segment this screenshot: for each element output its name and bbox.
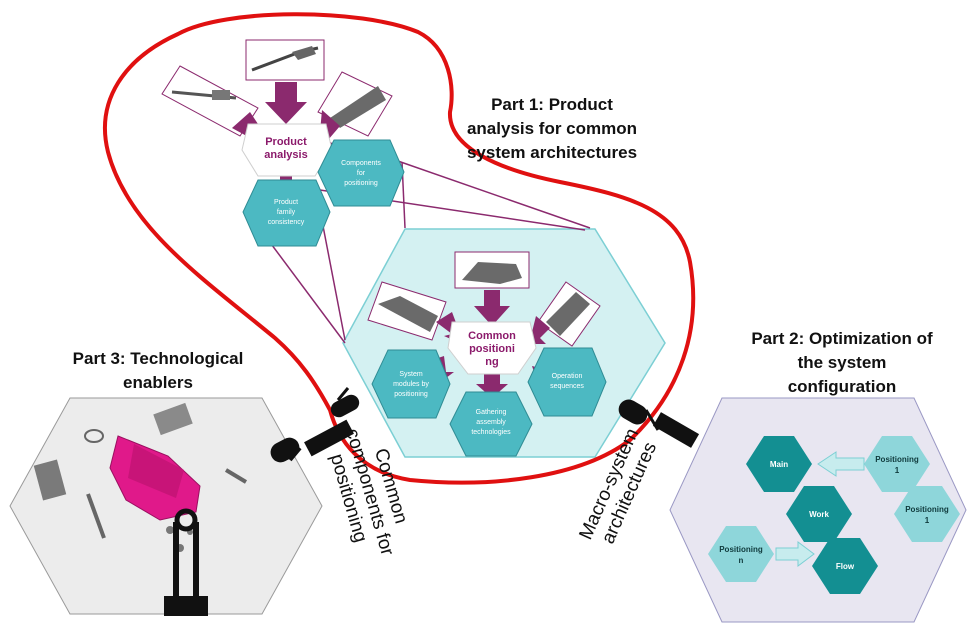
product-image-right: [317, 71, 393, 137]
system-modules-hexagon: [371, 349, 451, 419]
positioning-n-label-b: n: [739, 556, 744, 565]
product-image-left: [161, 65, 259, 137]
system-modules-label-line3: positioning: [394, 391, 428, 398]
part1-boundary-outline: [102, 12, 696, 485]
positioning-1-top-label-a: Positioning: [875, 455, 919, 464]
operation-label-line1: Operation: [552, 373, 583, 380]
assembly-image-right: [537, 281, 601, 347]
positioning-n-label-a: Positioning: [719, 545, 763, 554]
arrow-to-flow: [775, 541, 815, 567]
components-label-line2: for: [357, 170, 366, 177]
family-label-line1: Product: [274, 199, 298, 206]
positioning-1-bottom-label-b: 1: [925, 516, 930, 525]
left-plug-connector-icon: [270, 387, 360, 463]
main-hexagon: [746, 436, 812, 492]
components-label-line3: positioning: [344, 180, 378, 187]
positioning-n-hexagon: [708, 526, 774, 582]
product-analysis-label-line1: Product: [265, 136, 307, 148]
common-positioning-label-line1: Common: [468, 330, 516, 342]
part2-title-line3: configuration: [788, 377, 897, 396]
family-label-line2: family: [277, 209, 296, 216]
flow-hexagon: [812, 538, 878, 594]
product-analysis-label-line2: analysis: [264, 149, 307, 161]
positioning-1-bottom-label-a: Positioning: [905, 505, 949, 514]
assembly-image-top: [454, 251, 530, 289]
part3-title-line2: enablers: [123, 373, 193, 392]
components-positioning-hexagon: [317, 139, 405, 207]
part1-title-line1: Part 1: Product: [491, 95, 613, 114]
positioning-1-top-hexagon: [864, 436, 930, 492]
part1-title-line2: analysis for common: [467, 119, 637, 138]
positioning-1-bottom-hexagon: [894, 486, 960, 542]
gathering-label-line3: technologies: [471, 429, 511, 436]
flow-label: Flow: [836, 562, 855, 571]
components-label-line1: Components: [341, 160, 381, 167]
part2-title-line2: the system: [798, 353, 887, 372]
main-label: Main: [770, 460, 788, 469]
family-label-line3: consistency: [268, 219, 305, 226]
operation-sequences-hexagon: [527, 347, 607, 417]
exploded-assembly-image: [33, 402, 248, 616]
work-label: Work: [809, 510, 829, 519]
common-positioning-label-line2: positioni: [469, 343, 515, 355]
gathering-label-line1: Gathering: [476, 409, 507, 416]
assembly-image-left: [367, 281, 447, 341]
product-family-hexagon: [242, 179, 331, 247]
positioning-1-top-label-b: 1: [895, 466, 900, 475]
product-analysis-box: [241, 123, 333, 177]
right-plug-connector-icon: [618, 399, 700, 448]
system-modules-label-line2: modules by: [393, 381, 429, 388]
operation-label-line2: sequences: [550, 383, 584, 390]
part2-title-line1: Part 2: Optimization of: [751, 329, 933, 348]
arrow-to-main: [817, 451, 865, 477]
gathering-label-line2: assembly: [476, 419, 506, 426]
common-positioning-box: [447, 321, 537, 375]
part1-title-line3: system architectures: [467, 143, 637, 162]
common-positioning-label-line3: ng: [485, 356, 498, 368]
part3-title-line1: Part 3: Technological: [73, 349, 244, 368]
system-modules-label-line1: System: [399, 371, 423, 378]
gathering-hexagon: [449, 391, 533, 457]
product-image-top: [245, 39, 325, 81]
work-hexagon: [786, 486, 852, 542]
